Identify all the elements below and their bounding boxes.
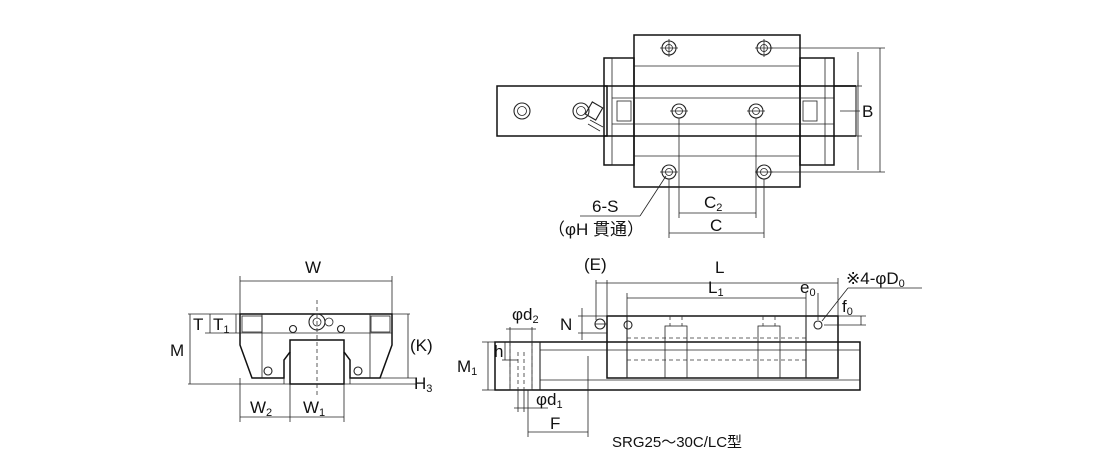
bolt-hole-icon bbox=[263, 366, 273, 376]
dim-t-label: T bbox=[193, 315, 203, 334]
dim-d1-label: φd1 bbox=[536, 390, 563, 411]
dim-k-label: (K) bbox=[410, 336, 433, 355]
rail-bolt-hole bbox=[509, 341, 533, 391]
end-plate-hole-icon bbox=[623, 320, 633, 330]
dim-c2-label: C2 bbox=[704, 193, 722, 214]
dim-m1-label: M1 bbox=[457, 357, 477, 378]
dim-h3-label: H3 bbox=[414, 374, 432, 395]
dim-t1-label: T1 bbox=[213, 315, 230, 336]
mounting-hole-icon bbox=[660, 164, 678, 180]
dim-b-label: B bbox=[862, 102, 873, 121]
dim-n-label: N bbox=[560, 315, 572, 334]
side-view: (E) L L1 e0 ※4-φD0 f0 N φd2 bbox=[457, 255, 922, 437]
nipple-arm bbox=[496, 85, 608, 137]
dim-h-label: h bbox=[494, 342, 503, 361]
dim-f-label: F bbox=[550, 414, 560, 433]
dim-w2-label: W2 bbox=[250, 398, 272, 419]
block-body bbox=[633, 34, 801, 188]
block-profile bbox=[239, 313, 393, 379]
arm-hole-icon bbox=[572, 102, 590, 120]
bolt-hole-icon bbox=[353, 366, 363, 376]
phi-h-label: （φH 貫通） bbox=[548, 220, 644, 239]
mounting-hole-icon bbox=[747, 103, 765, 119]
end-plate-hole-icon bbox=[813, 320, 823, 330]
six-s-label: 6-S bbox=[592, 197, 618, 216]
side-rail bbox=[494, 341, 861, 391]
dim-l-label: L bbox=[715, 258, 724, 277]
dim-w1-label: W1 bbox=[303, 398, 325, 419]
drawing-caption: SRG25～30C/LC型 bbox=[612, 434, 742, 451]
dim-e-label: (E) bbox=[584, 255, 607, 274]
mounting-hole-icon bbox=[660, 39, 678, 57]
dim-e0-label: e0 bbox=[800, 278, 816, 299]
dim-l1-label: L1 bbox=[708, 278, 724, 299]
dim-f0-label: f0 bbox=[842, 297, 853, 318]
end-seal-left bbox=[603, 57, 635, 166]
dim-d0-label: ※4-φD0 bbox=[846, 269, 905, 290]
dim-m-label: M bbox=[170, 341, 184, 360]
dim-c-label: C bbox=[710, 216, 722, 235]
front-view: W T T1 M (K) H3 W2 W1 bbox=[170, 258, 433, 422]
dim-d2-label: φd2 bbox=[512, 305, 539, 326]
side-block bbox=[606, 315, 839, 379]
grease-nipple-icon bbox=[584, 101, 604, 132]
top-view: B C2 C 6-S （φH 貫通） bbox=[496, 34, 885, 239]
mounting-hole-icon bbox=[670, 103, 688, 119]
arm-hole-icon bbox=[513, 102, 531, 120]
dim-w-label: W bbox=[305, 258, 321, 277]
